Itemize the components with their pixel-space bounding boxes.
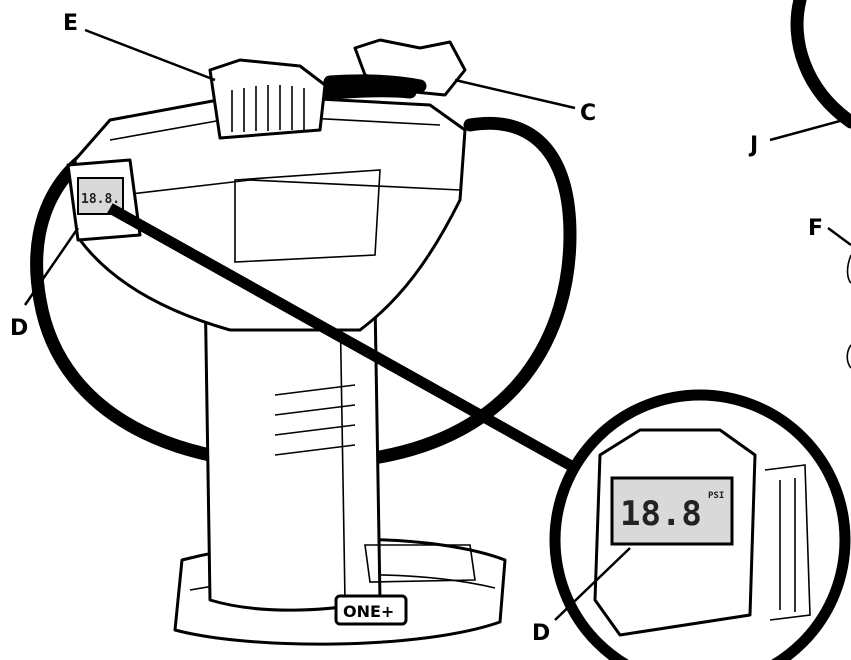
callout-leaders (23, 28, 851, 621)
callout-c: C (580, 101, 596, 126)
lcd-readout-main: 18.8. (81, 192, 120, 207)
logo-text: ONE+ (343, 602, 394, 621)
one-plus-logo: ONE+ (334, 594, 408, 626)
second-tool-partial (790, 0, 851, 369)
vent-slots (274, 384, 356, 456)
zoom-leader-line (107, 203, 578, 473)
lcd-readout-inset: 18.8 (620, 494, 702, 534)
callout-j: J (748, 133, 758, 158)
lcd-unit-inset: PSI (708, 491, 724, 501)
callout-e: E (63, 11, 78, 36)
grip-ribs (231, 85, 305, 132)
callout-f: F (808, 216, 823, 241)
inflator-body: 18.8. ONE+ (66, 38, 507, 646)
callout-d-inset: D (532, 621, 550, 646)
callout-d-main: D (10, 316, 28, 341)
lcd-inset-circle: 18.8 PSI (549, 389, 851, 660)
